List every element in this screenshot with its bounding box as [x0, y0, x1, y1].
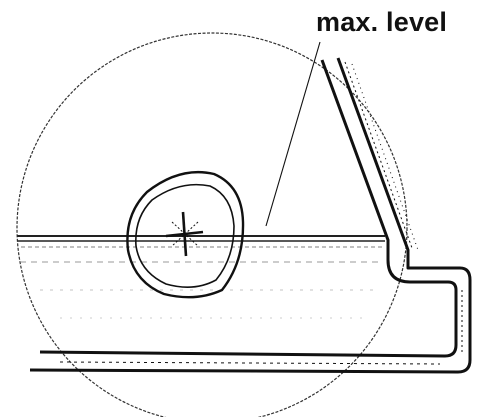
reservoir-housing [29, 57, 472, 374]
screw-cap [126, 170, 245, 299]
callout-leader-line [265, 41, 321, 227]
magnifier-circle [16, 32, 408, 417]
max-level-label: max. level [316, 7, 448, 37]
level-lines [17, 235, 385, 319]
